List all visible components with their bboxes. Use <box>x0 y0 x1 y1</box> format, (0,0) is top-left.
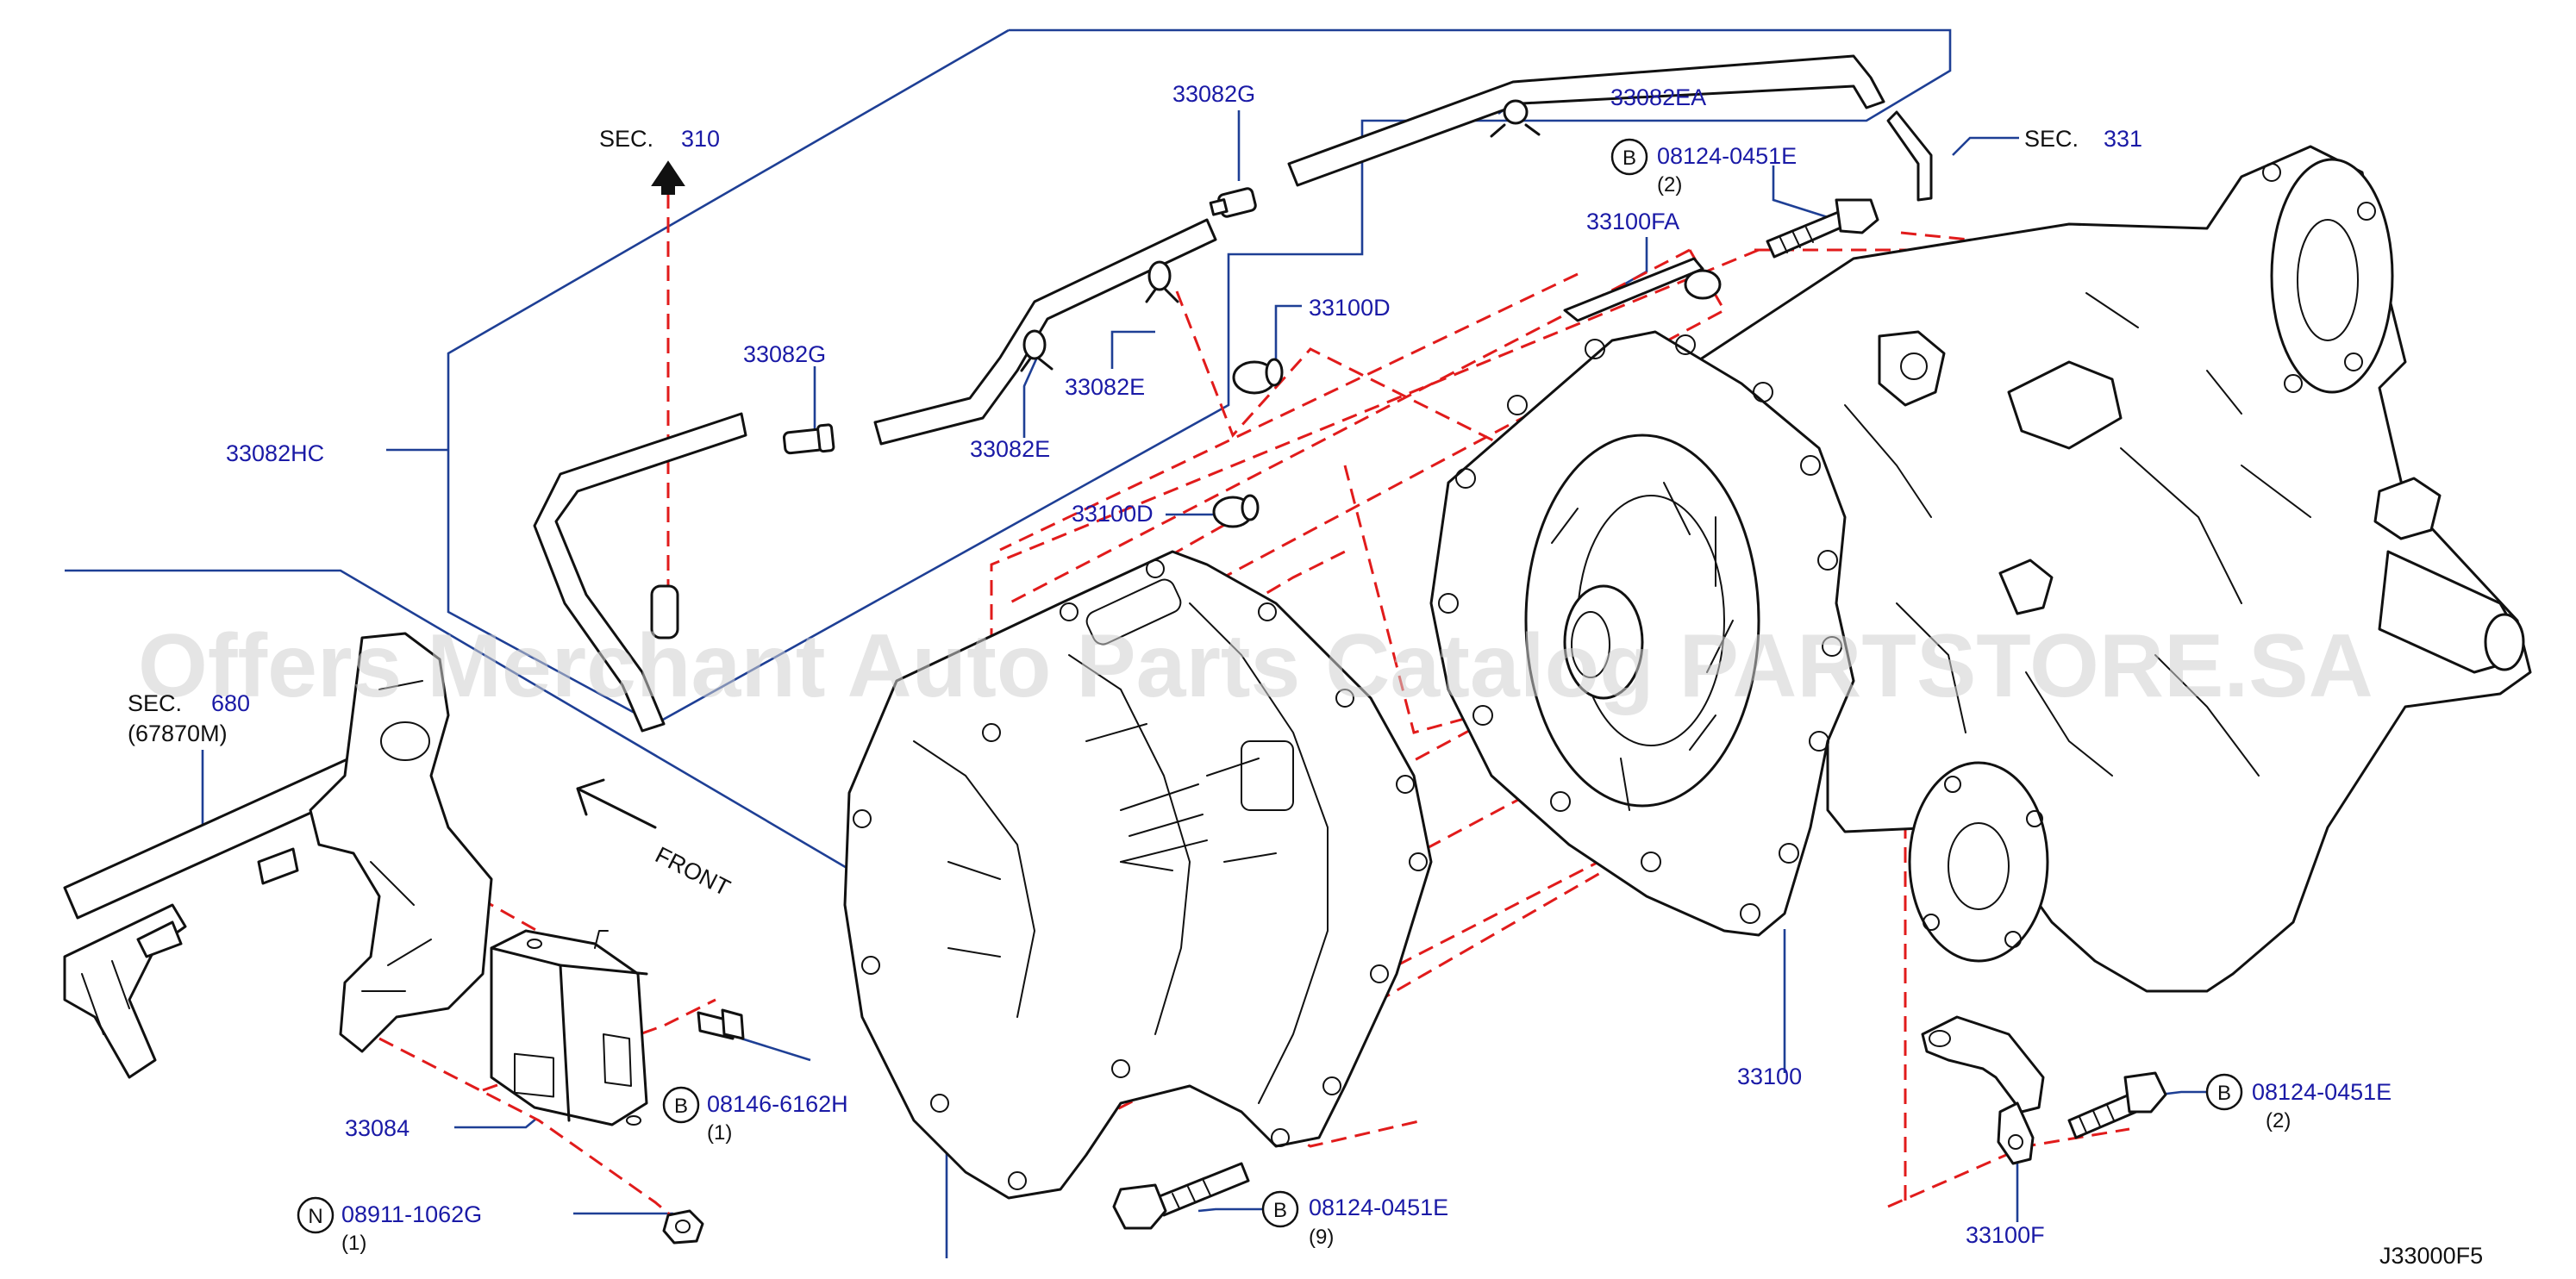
actuator-connector[interactable] <box>2007 360 2123 450</box>
dowel-pin-33100D-top[interactable] <box>1232 358 1284 395</box>
breather-hose-upper[interactable] <box>1287 54 1885 187</box>
label-08124-right-qty: (2) <box>2266 1109 2291 1132</box>
circle-b-right-letter: B <box>2217 1082 2231 1105</box>
label-08911[interactable]: 08911-1062G <box>341 1201 482 1227</box>
label-33084[interactable]: 33084 <box>345 1115 410 1141</box>
label-33082G-mid[interactable]: 33082G <box>743 341 826 367</box>
transmission-rear-case[interactable] <box>843 550 1433 1200</box>
steering-member <box>63 632 493 1079</box>
hose-clamp-33082E-left[interactable] <box>1020 329 1054 372</box>
label-08911-qty: (1) <box>341 1232 366 1255</box>
watermark: Offers Merchant Auto Parts Catalog PARTS… <box>138 616 2373 716</box>
label-33100[interactable]: 33100 <box>1737 1064 1802 1089</box>
rear-case-bolt-holes <box>853 559 1428 1190</box>
dowel-pin-33100D-bottom[interactable] <box>1212 494 1260 528</box>
front-output-flange[interactable] <box>1908 761 2049 963</box>
adapter-case-33100[interactable] <box>1429 330 1855 937</box>
label-08124-top-qty: (2) <box>1657 173 1682 197</box>
label-08146[interactable]: 08146-6162H <box>707 1091 848 1117</box>
bolt-08124-bottom[interactable] <box>1112 1162 1250 1230</box>
label-33100F[interactable]: 33100F <box>1966 1222 2045 1248</box>
label-sec-331-num[interactable]: 331 <box>2104 126 2142 152</box>
bolt-08146[interactable] <box>697 1008 745 1040</box>
label-33082HC[interactable]: 33082HC <box>226 440 324 466</box>
front-label: FRONT <box>651 842 734 902</box>
circle-b-top-icon <box>1610 138 1648 176</box>
label-sec-310-prefix: SEC. <box>599 126 653 152</box>
circle-b-right-icon <box>2205 1073 2243 1111</box>
label-08146-qty: (1) <box>707 1121 732 1145</box>
label-08124-right[interactable]: 08124-0451E <box>2252 1079 2392 1105</box>
circle-n-08911-icon <box>297 1196 335 1234</box>
label-sec-680-num[interactable]: 680 <box>211 690 250 716</box>
front-direction-arrow: FRONT <box>576 778 735 902</box>
rear-flange[interactable] <box>2270 158 2394 394</box>
hose-clamp-33082EA[interactable] <box>1490 99 1541 138</box>
circle-b-08146-letter: B <box>674 1095 688 1118</box>
nut-08911[interactable] <box>662 1209 704 1245</box>
circle-b-08146-icon <box>662 1086 700 1124</box>
circle-b-top-letter: B <box>1623 147 1636 170</box>
label-33100D-top[interactable]: 33100D <box>1309 295 1391 321</box>
control-unit-33084[interactable] <box>490 929 648 1126</box>
diagram-code: J33000F5 <box>2379 1243 2483 1269</box>
hose-end-fitting <box>650 584 679 640</box>
bolt-08124-right[interactable] <box>2067 1071 2167 1139</box>
label-33082E-left[interactable]: 33082E <box>970 436 1050 462</box>
label-sec-680-prefix: SEC. <box>128 690 182 716</box>
circle-b-bottom-icon <box>1261 1190 1299 1228</box>
breather-hose-middle[interactable] <box>873 218 1217 446</box>
adapter-bolt-holes <box>1438 334 1842 924</box>
dowel-pins <box>1212 358 1284 528</box>
circle-b-bottom-letter: B <box>1273 1199 1287 1222</box>
steering-bracket <box>309 632 493 1053</box>
hose-connector-mid[interactable] <box>782 423 835 455</box>
label-08124-bottom-qty: (9) <box>1309 1226 1334 1249</box>
label-33082EA[interactable]: 33082EA <box>1610 84 1706 110</box>
label-sec-680-ref: (67870M) <box>128 721 228 746</box>
breather-pipe-sec331[interactable] <box>1886 110 1933 202</box>
label-33100D-bottom[interactable]: 33100D <box>1072 501 1154 527</box>
label-sec-331-prefix: SEC. <box>2024 126 2079 152</box>
label-33082G-top[interactable]: 33082G <box>1172 81 1255 107</box>
label-sec-310-num[interactable]: 310 <box>681 126 720 152</box>
breather-hose-lower[interactable] <box>533 412 747 733</box>
arrow-up-icon <box>651 160 685 195</box>
transfer-case-assembly <box>1688 145 2532 993</box>
label-33100FA[interactable]: 33100FA <box>1586 209 1679 234</box>
label-08124-bottom[interactable]: 08124-0451E <box>1309 1195 1448 1220</box>
label-08124-top[interactable]: 08124-0451E <box>1657 143 1797 169</box>
bracket-33100F[interactable] <box>1921 1015 2045 1165</box>
bracket-33100FA[interactable] <box>1563 257 1722 322</box>
bolt-08124-top[interactable] <box>1766 198 1879 259</box>
hose-assembly <box>533 54 1933 733</box>
hose-connector-top[interactable] <box>1209 187 1257 218</box>
label-33082E-right[interactable]: 33082E <box>1065 374 1145 400</box>
circle-n-08911-letter: N <box>308 1205 322 1228</box>
hose-clamp-33082E-right[interactable] <box>1145 260 1179 303</box>
part-labels: SEC. 310 SEC. 331 SEC. 680 (67870M) 3308… <box>128 81 2483 1269</box>
